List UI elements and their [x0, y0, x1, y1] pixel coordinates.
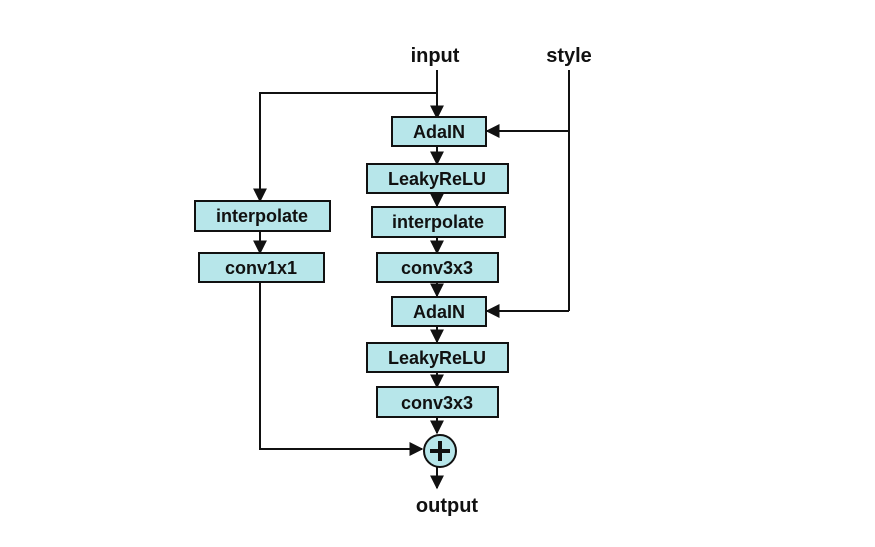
node-conv3x3-1-label: conv3x3	[401, 258, 473, 278]
node-adain-2: AdaIN	[391, 296, 487, 327]
node-conv1x1: conv1x1	[198, 252, 325, 283]
wire-input-to-skip	[253, 92, 437, 203]
node-adain-1-label: AdaIN	[413, 122, 465, 142]
node-interpolate-main-label: interpolate	[392, 212, 484, 232]
style-label: style	[546, 45, 592, 67]
input-label: input	[411, 45, 460, 67]
connections	[253, 70, 570, 490]
node-adain-2-label: AdaIN	[413, 302, 465, 322]
node-conv3x3-2-label: conv3x3	[401, 393, 473, 413]
node-interpolate-main: interpolate	[371, 206, 506, 238]
node-adain-1: AdaIN	[391, 116, 487, 147]
node-leakyrelu-2: LeakyReLU	[366, 342, 509, 373]
node-leakyrelu-2-label: LeakyReLU	[388, 348, 486, 368]
node-interpolate-skip-label: interpolate	[216, 206, 308, 226]
node-conv3x3-2: conv3x3	[376, 386, 499, 418]
output-label: output	[416, 495, 479, 517]
node-leakyrelu-1-label: LeakyReLU	[388, 169, 486, 189]
wire-skip-to-sum	[259, 282, 424, 456]
node-leakyrelu-1: LeakyReLU	[366, 163, 509, 194]
node-conv3x3-1: conv3x3	[376, 252, 499, 283]
plus-circle-icon	[423, 434, 457, 468]
node-conv1x1-label: conv1x1	[225, 258, 297, 278]
node-interpolate-skip: interpolate	[194, 200, 331, 232]
